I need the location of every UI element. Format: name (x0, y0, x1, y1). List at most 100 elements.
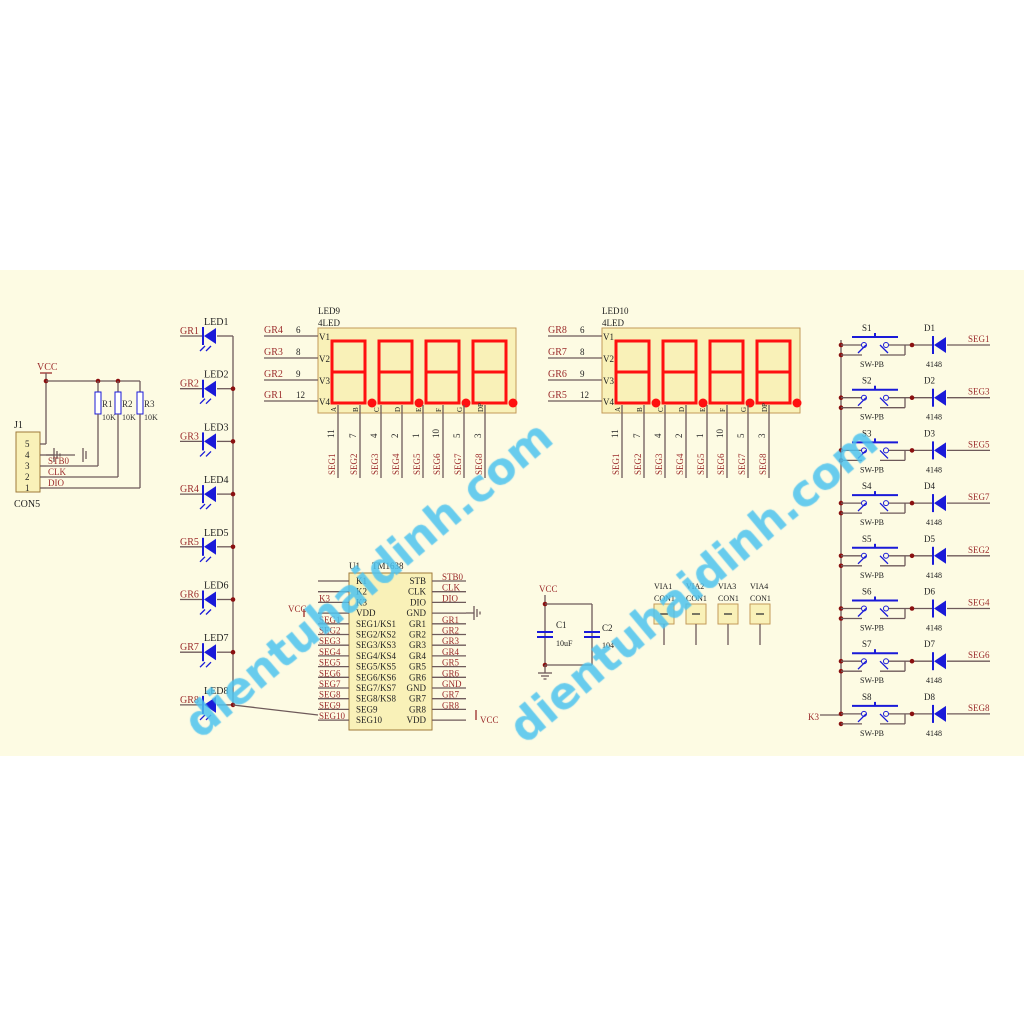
junction-dot (909, 395, 915, 401)
net-label: SEG5 (412, 453, 422, 475)
digit-pin: V2 (603, 354, 614, 364)
junction-dot (230, 649, 236, 655)
ic-pin: SEG6/KS6 (356, 672, 397, 682)
pin-number: 7 (348, 433, 358, 438)
net-label: SEG3 (319, 636, 341, 646)
ic-pin: K2 (356, 587, 367, 597)
pin-number: 12 (580, 390, 589, 400)
ic-pin: SEG7/KS7 (356, 683, 397, 693)
pin-number: 3 (473, 433, 483, 438)
connector-pin: 2 (25, 472, 30, 482)
net-label: GR1 (264, 390, 283, 401)
pin-number: 1 (695, 434, 705, 439)
led-ref: LED3 (204, 422, 228, 433)
digit-pin: V2 (319, 354, 330, 364)
diode-ref: D8 (924, 692, 935, 702)
switch-ref: S3 (862, 428, 872, 438)
decimal-point (745, 398, 755, 408)
cap-value: 104 (602, 641, 614, 650)
led-ref: LED1 (204, 317, 228, 328)
segment-pin: F (435, 408, 443, 412)
switch-ref: S4 (862, 481, 872, 491)
ic-pin: GR7 (409, 694, 427, 704)
vcc-label: VCC (37, 362, 58, 373)
net-label: SEG4 (319, 647, 341, 657)
ic-pin: GR1 (409, 619, 426, 629)
net-label: K3 (808, 712, 819, 722)
decimal-point (461, 398, 471, 408)
net-label: SEG2 (968, 545, 990, 555)
ic-pin: DIO (410, 597, 426, 607)
net-label: GR4 (264, 325, 283, 336)
ic-pin: VDD (407, 715, 427, 725)
switch-type: SW-PB (860, 729, 884, 738)
segment-pin: E (415, 408, 423, 412)
connector-ref: J1 (14, 420, 23, 431)
switch-type: SW-PB (860, 518, 884, 527)
junction-dot (909, 448, 915, 453)
via-part: CON1 (718, 594, 739, 603)
net-label: GR6 (548, 369, 567, 380)
net-label: SEG7 (737, 453, 747, 475)
switch-type: SW-PB (860, 571, 884, 580)
net-label: SEG9 (319, 700, 341, 710)
via-ref: VIA2 (686, 582, 704, 591)
resistor-ref: R2 (122, 399, 133, 409)
net-label: GR7 (548, 347, 567, 358)
ic-ref: U1 (349, 561, 360, 571)
junction-dot (909, 711, 915, 717)
decimal-point (508, 398, 518, 408)
switch-ref: S1 (862, 323, 872, 333)
junction-dot (909, 553, 915, 559)
ic-pin: GND (407, 683, 427, 693)
junction-dot (230, 386, 236, 392)
segment-pin: C (657, 407, 665, 412)
connector-pin: 5 (25, 439, 30, 449)
net-label: SEG3 (654, 453, 664, 475)
switch-type: SW-PB (860, 465, 884, 474)
connector-pin: 3 (25, 461, 30, 471)
cap-value: 10uF (556, 639, 573, 648)
switch-type: SW-PB (860, 676, 884, 685)
diode-ref: D7 (924, 639, 935, 649)
via-ref: VIA4 (750, 582, 768, 591)
net-label: SEG10 (319, 711, 346, 721)
segment-pin: E (699, 408, 707, 412)
via-part: CON1 (686, 594, 707, 603)
ic-pin: VDD (356, 608, 376, 618)
pin-number: 11 (326, 429, 336, 438)
ic-pin: GR4 (409, 651, 427, 661)
pin-number: 4 (653, 433, 663, 438)
net-label: GND (442, 679, 462, 689)
net-label: SEG2 (349, 453, 359, 475)
via-part: CON1 (654, 594, 675, 603)
diode-ref: D1 (924, 323, 935, 333)
connector-pin: 4 (25, 450, 30, 460)
diode-value: 4148 (926, 465, 942, 474)
junction-dot (230, 597, 236, 602)
pin-number: 8 (580, 347, 585, 357)
net-label: SEG8 (968, 703, 990, 713)
net-label: SEG5 (319, 658, 341, 668)
resistor-ref: R1 (102, 399, 113, 409)
ic-pin: GND (407, 608, 427, 618)
net-label: DIO (442, 593, 458, 603)
net-label: SEG4 (968, 598, 990, 608)
diode-ref: D5 (924, 534, 935, 544)
diode-ref: D3 (924, 428, 935, 438)
led-ref: LED7 (204, 633, 228, 644)
junction-dot (909, 500, 915, 506)
junction-dot (909, 658, 915, 664)
ic-pin: GR8 (409, 704, 427, 714)
resistor-ref: R3 (144, 399, 155, 409)
diode-value: 4148 (926, 518, 942, 527)
segment-pin: B (636, 407, 644, 412)
diode-value: 4148 (926, 571, 942, 580)
net-label: GR8 (548, 325, 567, 336)
junction-dot (909, 342, 915, 348)
net-label: SEG2 (633, 453, 643, 475)
net-label: SEG7 (968, 492, 990, 502)
decimal-point (651, 398, 661, 408)
net-label: SEG1 (611, 453, 621, 475)
net-label: STB0 (442, 572, 464, 582)
